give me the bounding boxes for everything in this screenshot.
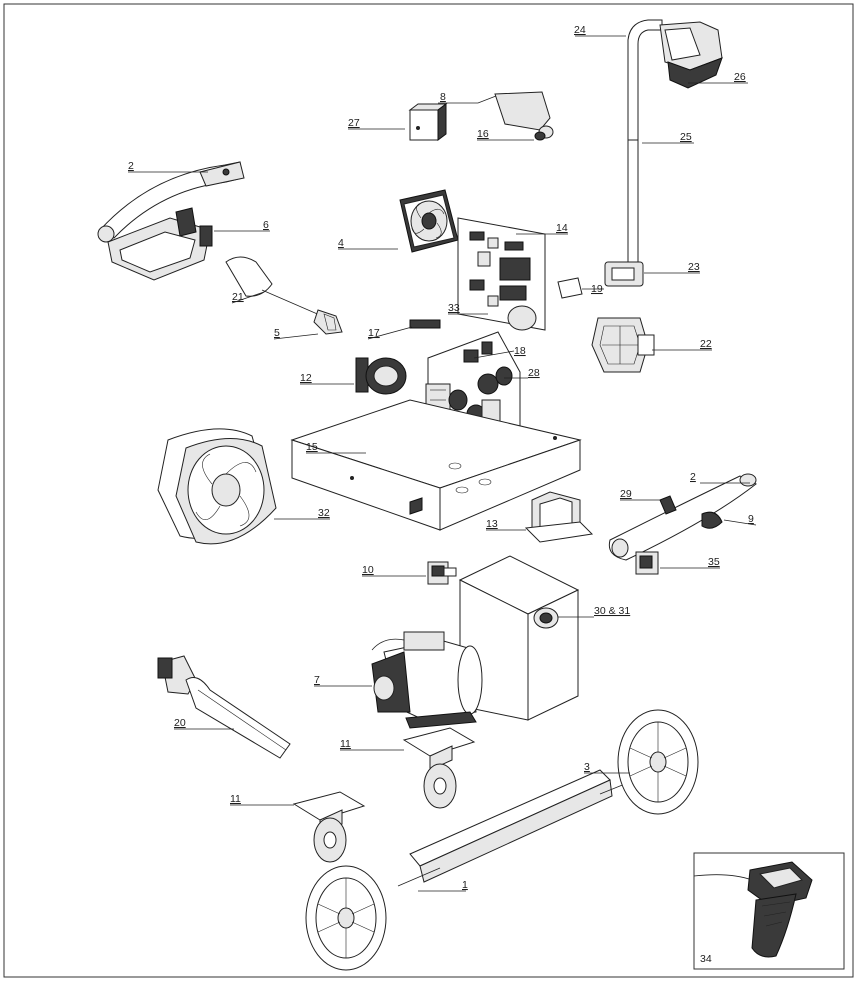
- callout-19: 19: [591, 283, 603, 295]
- callout-16: 16: [477, 128, 489, 140]
- handle-and-holder-left: [97, 161, 245, 281]
- callout-11-upper: 11: [340, 738, 351, 750]
- callout-25: 25: [680, 131, 692, 143]
- callout-labels: 24 26 25 8 27 16 2 6 14 4 21 23 19 5 33 …: [128, 24, 754, 965]
- callout-34: 34: [700, 953, 712, 965]
- callout-4: 4: [338, 237, 344, 249]
- callout-17: 17: [368, 327, 380, 339]
- handle-right: [608, 473, 757, 575]
- torch-holder-pole-assembly: [591, 19, 723, 373]
- solenoid-valve: [427, 561, 457, 585]
- wheel-large-right: [617, 709, 699, 815]
- callout-10: 10: [362, 564, 374, 576]
- callout-1: 1: [462, 879, 468, 891]
- wheel-large-left: [305, 865, 387, 971]
- pump-motor: [371, 631, 483, 729]
- callout-8: 8: [440, 91, 446, 103]
- callout-29: 29: [620, 488, 632, 500]
- callout-28: 28: [528, 367, 540, 379]
- torch-hose: [157, 655, 291, 759]
- small-parts-top: [408, 91, 554, 141]
- leader-lines: [128, 35, 757, 892]
- inset-detail-34: [693, 852, 845, 970]
- callout-22: 22: [700, 338, 712, 350]
- callout-33: 33: [448, 302, 460, 314]
- connector-17: [409, 319, 441, 329]
- torch-connector: [225, 256, 343, 335]
- callout-3: 3: [584, 761, 590, 773]
- callout-11-lower: 11: [230, 793, 241, 805]
- callout-26: 26: [734, 71, 746, 83]
- callout-15: 15: [306, 441, 318, 453]
- aux-transformer: [524, 491, 594, 543]
- toroid-filter: [355, 357, 407, 395]
- callout-32: 32: [318, 507, 330, 519]
- small-board: [557, 277, 583, 299]
- control-pcb: [457, 217, 546, 331]
- callout-7: 7: [314, 674, 320, 686]
- callout-24: 24: [574, 24, 586, 36]
- callout-18: 18: [514, 345, 526, 357]
- cooling-fan-small: [399, 189, 459, 253]
- outer-frame: [3, 3, 854, 978]
- callout-5: 5: [274, 327, 280, 339]
- callout-21: 21: [232, 291, 244, 303]
- caster-wheel-1: [402, 727, 476, 809]
- callout-12: 12: [300, 372, 312, 384]
- callout-23: 23: [688, 261, 700, 273]
- callout-6: 6: [263, 219, 269, 231]
- cooling-fan-large: [157, 428, 277, 545]
- callout-14: 14: [556, 222, 568, 234]
- callout-2-top: 2: [128, 160, 134, 172]
- callout-20: 20: [174, 717, 186, 729]
- callout-2-right: 2: [690, 471, 696, 483]
- callout-35: 35: [708, 556, 720, 568]
- callout-30-31: 30 & 31: [594, 605, 630, 617]
- callout-9: 9: [748, 513, 754, 525]
- chassis-base: [290, 399, 582, 531]
- callout-27: 27: [348, 117, 360, 129]
- rear-axle-assembly: [397, 769, 641, 887]
- callout-13: 13: [486, 518, 498, 530]
- caster-wheel-2: [292, 791, 366, 863]
